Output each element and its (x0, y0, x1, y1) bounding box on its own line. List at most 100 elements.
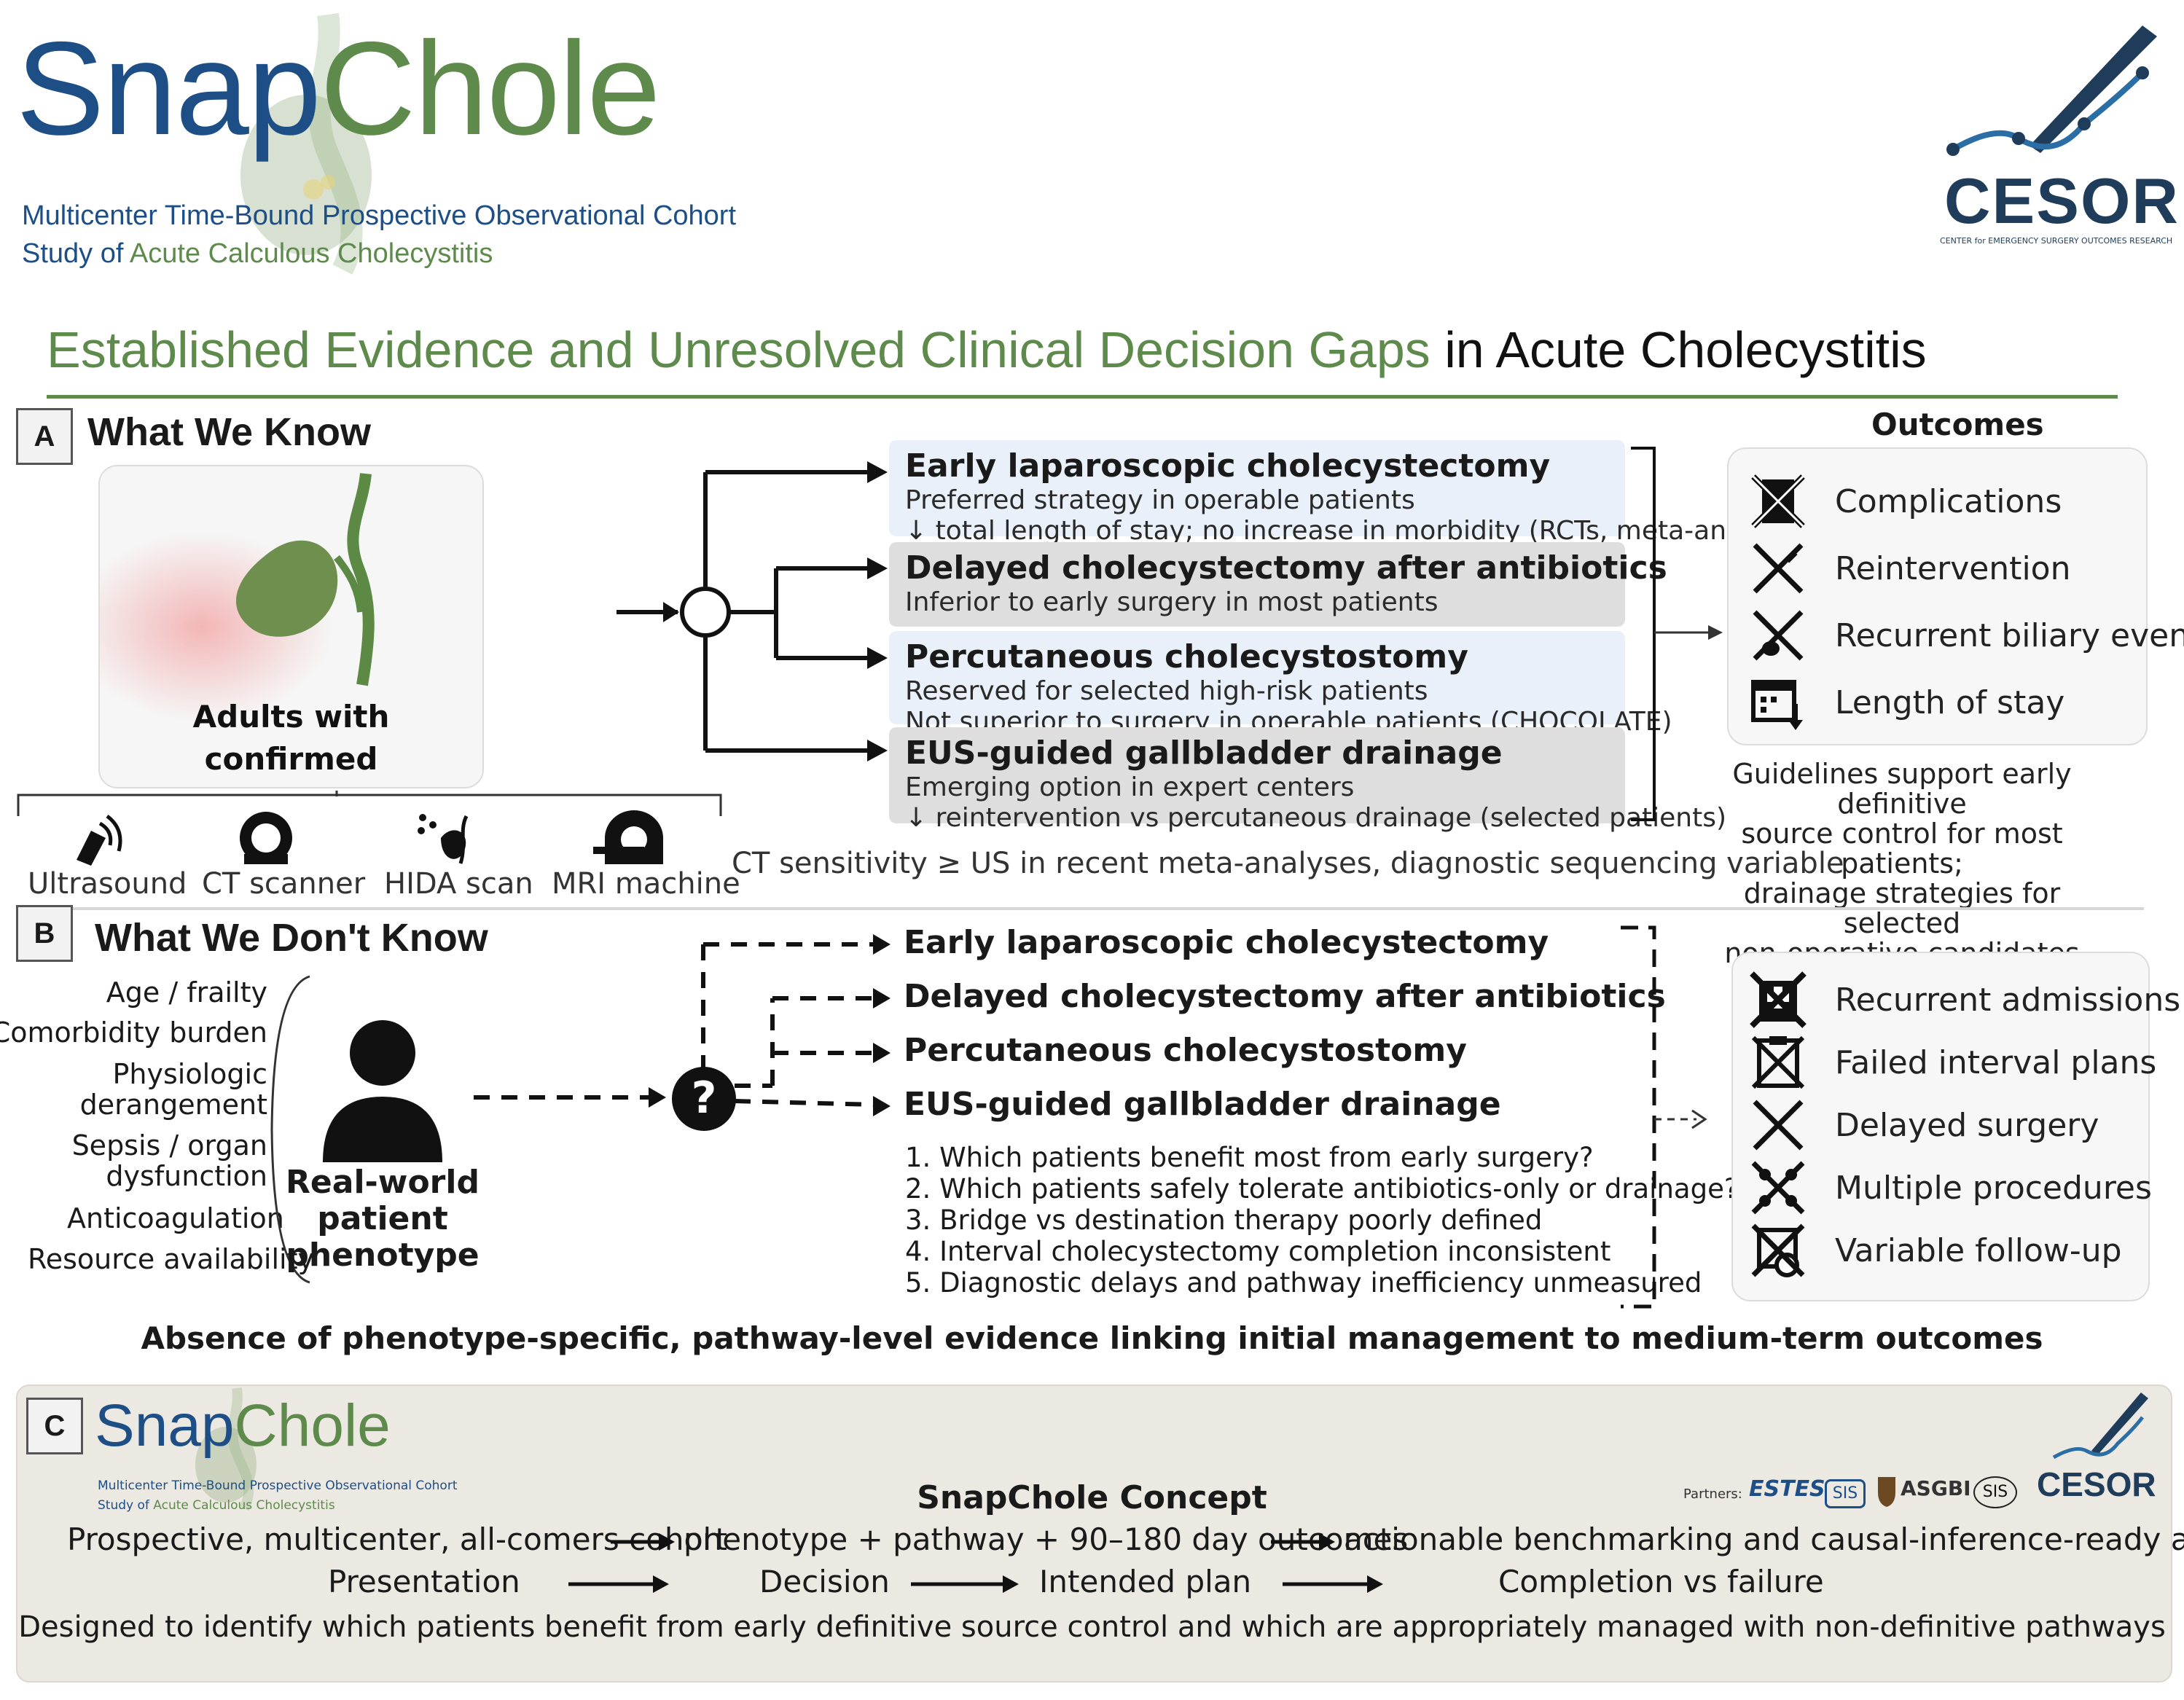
decision-tree-a (617, 461, 888, 761)
outcome-label: Failed interval plans (1835, 1043, 2157, 1081)
section-a-label: A (16, 408, 73, 465)
subtitle-prefix: Study of (98, 1498, 154, 1513)
question-1: 1. Which patients benefit most from earl… (905, 1142, 1594, 1173)
option-detail: Inferior to early surgery in most patien… (905, 587, 1439, 617)
logo-chole: Chole (234, 1392, 391, 1459)
flow-analyses: actionable benchmarking and causal-infer… (1344, 1521, 2184, 1557)
option-title: Percutaneous cholecystostomy (905, 638, 1468, 675)
patient-silhouette-icon (323, 1020, 442, 1162)
question-4: 4. Interval cholecystectomy completion i… (905, 1236, 1611, 1267)
diag-label-ct: CT scanner (202, 867, 366, 901)
flow-cohort: Prospective, multicenter, all-comers coh… (67, 1521, 727, 1557)
cesor-logo-small: CESOR (2037, 1465, 2156, 1503)
outcome-length-of-stay: Length of stay (1749, 673, 2064, 732)
subtitle-line1: Multicenter Time-Bound Prospective Obser… (98, 1478, 458, 1493)
patient-card: Adults with confirmed cholecystitis (98, 465, 484, 788)
option-a-percutaneous: Percutaneous cholecystostomy Reserved fo… (889, 631, 1672, 737)
flow-phenotype: phenotype + pathway + 90–180 day outcome… (684, 1521, 1409, 1557)
outcomes-heading: Outcomes (1871, 407, 2044, 442)
partner-asgbi-logo: ASGBI (1901, 1476, 1971, 1500)
outcome-multiple-procedures: Multiple procedures (1749, 1159, 2152, 1217)
feature-resources: Resource availability (28, 1243, 314, 1275)
option-title: Delayed cholecystectomy after antibiotic… (905, 549, 1667, 587)
diag-label-ultrasound: Ultrasound (28, 867, 187, 901)
subtitle-highlight: Acute Calculous Cholecystitis (153, 1498, 335, 1513)
logo-chole: Chole (320, 14, 661, 162)
options-bracket-b (1621, 925, 1707, 1309)
title-divider (47, 395, 2118, 399)
hospital-crossed-icon (1750, 971, 1807, 1028)
logo-snap: Snap (16, 14, 321, 162)
feature-physiologic: Physiologic (112, 1058, 267, 1090)
outcome-label: Delayed surgery (1835, 1106, 2099, 1144)
patient-label: Adults with confirmed cholecystitis (100, 696, 482, 787)
patient-label-line2: confirmed cholecystitis (183, 741, 400, 787)
concept-closing-statement: Designed to identify which patients bene… (18, 1610, 2166, 1644)
option-b-eus-drainage: EUS-guided gallbladder drainage (904, 1086, 1501, 1123)
gallbladder-watermark-icon (240, 12, 372, 275)
outcome-complications: Complications (1749, 472, 2062, 530)
option-detail: ↓ reintervention vs percutaneous drainag… (905, 803, 1727, 833)
outcome-label: Variable follow-up (1835, 1231, 2122, 1269)
option-b-delayed-chole: Delayed cholecystectomy after antibiotic… (904, 978, 1666, 1015)
option-a-delayed-chole: Delayed cholecystectomy after antibiotic… (889, 542, 1667, 627)
question-3: 3. Bridge vs destination therapy poorly … (905, 1205, 1543, 1236)
outcome-recurrent-admissions: Recurrent admissions (1749, 971, 2180, 1029)
outcome-label: Reintervention (1835, 549, 2071, 587)
decision-question-icon: ? (691, 1073, 717, 1124)
procedures-crossed-icon (1751, 1161, 1805, 1215)
partner-sis-logo-2: SIS (1973, 1476, 2017, 1508)
partner-sis-logo: SIS (1825, 1479, 1866, 1508)
feature-age: Age / frailty (106, 976, 267, 1008)
outcome-variable-followup: Variable follow-up (1749, 1221, 2122, 1280)
complications-icon (1751, 474, 1805, 528)
feature-derangement: derangement (79, 1089, 267, 1121)
feature-dysfunction: dysfunction (106, 1160, 267, 1192)
option-title: Early laparoscopic cholecystectomy (905, 447, 1551, 485)
ct-scanner-icon (240, 812, 292, 864)
phenotype-line1: Real-world (286, 1164, 480, 1201)
outcomes-card-a (1727, 447, 2148, 745)
guideline-line: source control for most patients; (1741, 818, 2063, 880)
decision-tree-b (474, 934, 891, 1131)
options-bracket-a (1631, 447, 1723, 821)
outcomes-card-b (1731, 952, 2150, 1301)
option-b-early-lap-chole: Early laparoscopic cholecystectomy (904, 924, 1549, 961)
page-title: Established Evidence and Unresolved Clin… (47, 321, 1927, 379)
concept-title: SnapChole Concept (917, 1479, 1267, 1516)
section-divider (16, 907, 2144, 910)
logo-snap: Snap (95, 1392, 235, 1459)
outcome-label: Multiple procedures (1835, 1169, 2152, 1207)
flow-decision: Decision (759, 1564, 890, 1599)
snapchole-logo-small: SnapChole (95, 1396, 391, 1456)
recurrent-biliary-icon (1753, 610, 1804, 661)
study-subtitle-small: Multicenter Time-Bound Prospective Obser… (98, 1476, 458, 1516)
outcome-delayed-surgery: Delayed surgery (1749, 1096, 2099, 1154)
subtitle-prefix: Study of (22, 238, 130, 269)
patient-label-line1: Adults with (192, 699, 390, 735)
scalpel-logo-small-icon (2052, 1392, 2148, 1460)
ultrasound-icon (77, 815, 122, 866)
calendar-icon (1751, 680, 1803, 730)
guideline-note: Guidelines support early definitive sour… (1698, 759, 2106, 968)
snapchole-logo: SnapChole (16, 22, 661, 154)
feature-sepsis: Sepsis / organ (71, 1129, 267, 1162)
evidence-gap-statement: Absence of phenotype-specific, pathway-l… (141, 1320, 2043, 1356)
flow-intended-plan: Intended plan (1039, 1564, 1252, 1599)
mri-machine-icon (593, 810, 663, 864)
phenotype-label: Real-world patient phenotype (248, 1164, 517, 1274)
option-detail: Emerging option in expert centers (905, 772, 1355, 802)
outcome-failed-interval: Failed interval plans (1749, 1033, 2156, 1092)
diagnostics-bracket (17, 791, 722, 816)
scalpel-crossed-icon (1753, 1100, 1804, 1151)
option-b-percutaneous: Percutaneous cholecystostomy (904, 1032, 1467, 1069)
reintervention-icon (1753, 543, 1804, 594)
title-highlight: Established Evidence and Unresolved Clin… (47, 321, 1430, 378)
diag-label-hida: HIDA scan (384, 867, 533, 901)
option-title: EUS-guided gallbladder drainage (905, 735, 1503, 772)
flow-completion: Completion vs failure (1498, 1564, 1824, 1599)
outcome-recurrent-biliary: Recurrent biliary events (1749, 606, 2184, 665)
hida-scan-icon (418, 814, 469, 864)
feature-comorbidity: Comorbidity burden (0, 1017, 267, 1049)
